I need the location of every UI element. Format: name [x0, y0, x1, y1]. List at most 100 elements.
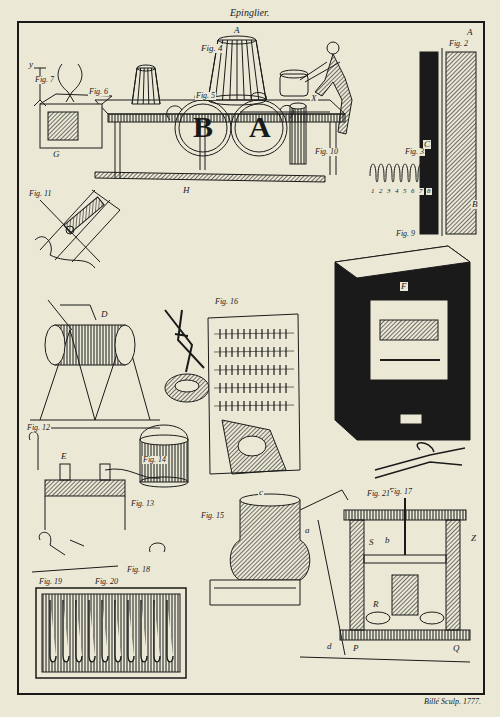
figure-label: Fig. 6 — [88, 88, 109, 96]
callout-letter: 8 — [426, 188, 432, 195]
hook — [154, 600, 160, 662]
hook — [167, 600, 173, 662]
dish — [165, 374, 209, 402]
figure-label: Fig. 21 — [366, 490, 391, 498]
callout-letter: X — [310, 94, 318, 103]
pincers — [58, 64, 82, 102]
callout-letter: F — [400, 282, 408, 291]
figure-label: Fig. 16 — [214, 298, 239, 306]
pin — [279, 383, 280, 393]
cage-bar — [237, 40, 238, 100]
bucket — [140, 425, 188, 487]
pin — [231, 347, 232, 357]
frame — [18, 22, 484, 694]
callout-letter: b — [384, 536, 391, 545]
pin — [243, 365, 244, 375]
callout-letter: 7 — [418, 188, 424, 195]
pin — [231, 383, 232, 393]
pin — [219, 365, 220, 375]
pin — [225, 401, 226, 411]
hook — [102, 600, 108, 662]
cage-bar — [247, 40, 252, 100]
plate-title: Epinglier. — [229, 8, 270, 18]
callout-letter: Z — [470, 534, 477, 543]
callout-letter: 2 — [378, 188, 384, 195]
pin — [249, 347, 250, 357]
callout-letter: Q — [452, 644, 461, 653]
pin — [225, 329, 226, 339]
figure-label: Fig. 20 — [94, 578, 119, 586]
callout-letter: B — [471, 200, 479, 209]
pin — [273, 347, 274, 357]
callout-letter: R — [372, 600, 380, 609]
pin — [267, 347, 268, 357]
pin — [255, 365, 256, 375]
pin-paper — [208, 314, 300, 474]
pin — [285, 365, 286, 375]
tinning-vessel — [210, 490, 348, 605]
hook — [115, 600, 121, 662]
callout-letter: P — [352, 644, 360, 653]
figure-label: Fig. 4 — [200, 44, 224, 53]
pin — [279, 347, 280, 357]
pin — [225, 347, 226, 357]
pin — [279, 365, 280, 375]
hook — [76, 600, 82, 662]
pin — [237, 347, 238, 357]
callout-letter: c — [258, 488, 264, 497]
pin — [219, 383, 220, 393]
pin — [243, 347, 244, 357]
pin — [249, 365, 250, 375]
figure-label: Fig. 2 — [448, 40, 469, 48]
cage-bar — [230, 40, 233, 100]
pin — [249, 383, 250, 393]
callout-letter: a — [304, 526, 311, 535]
callout-letter: A — [233, 26, 241, 35]
pin — [255, 329, 256, 339]
monogram-letter: B — [192, 112, 214, 142]
pin — [273, 329, 274, 339]
pin — [219, 401, 220, 411]
winding-frame — [35, 190, 120, 268]
tool — [34, 68, 46, 106]
pin — [231, 401, 232, 411]
pin-strip-panel — [420, 48, 476, 236]
pin — [219, 347, 220, 357]
callout-letter: 5 — [402, 188, 408, 195]
pin — [285, 401, 286, 411]
cage-bar — [148, 68, 149, 104]
figure-label: Fig. 18 — [126, 566, 151, 574]
pin — [225, 365, 226, 375]
pin — [279, 401, 280, 411]
callout-letter: S — [368, 538, 375, 547]
cage-bar — [256, 40, 266, 100]
pointing-box — [335, 246, 470, 440]
pin — [273, 383, 274, 393]
callout-letter: d — [326, 642, 333, 651]
callout-letter: E — [60, 452, 68, 461]
pin — [285, 347, 286, 357]
pin — [249, 401, 250, 411]
figure-label: Fig. 12 — [26, 424, 51, 432]
figure-label: Fig. 19 — [38, 578, 63, 586]
figure-label: Fig. 3 — [404, 148, 425, 156]
pin — [267, 401, 268, 411]
cage-bar — [155, 68, 160, 104]
pin — [279, 329, 280, 339]
pin — [243, 383, 244, 393]
pin — [261, 401, 262, 411]
tongs — [165, 310, 204, 372]
medallions — [167, 93, 330, 165]
pin — [255, 383, 256, 393]
pin — [285, 383, 286, 393]
hook — [128, 600, 134, 662]
pin — [261, 365, 262, 375]
pin — [285, 329, 286, 339]
callout-letter: 1 — [370, 188, 376, 195]
pin — [243, 329, 244, 339]
cage-bar — [143, 68, 144, 104]
figure-label: Fig. 11 — [28, 190, 53, 198]
pin — [267, 383, 268, 393]
pin — [273, 365, 274, 375]
